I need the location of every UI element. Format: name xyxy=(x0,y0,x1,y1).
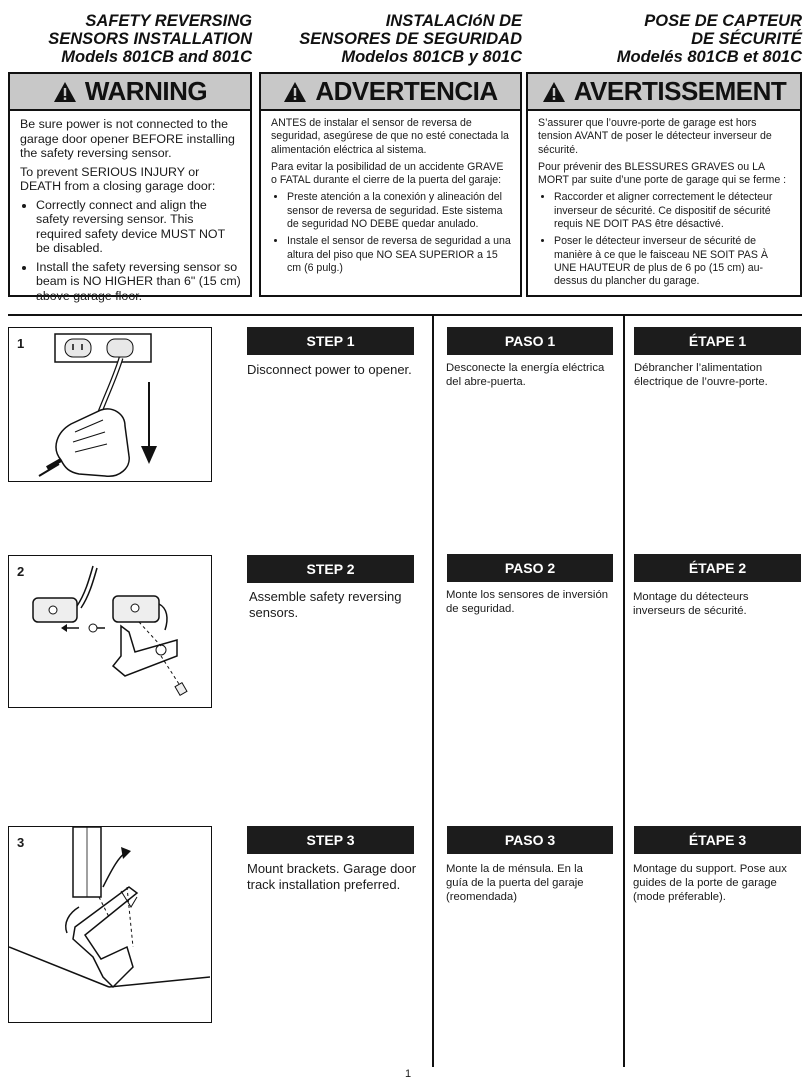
warning-heading-es: ADVERTENCIA xyxy=(315,76,498,106)
warning-box-fr: AVERTISSEMENT S’assurer que l’ouvre-port… xyxy=(526,72,802,297)
title-fr: POSE DE CAPTEUR DE SÉCURITÉ Modelés 801C… xyxy=(528,12,802,66)
warning-triangle-icon xyxy=(542,81,565,102)
title-en-line3: Models 801CB and 801C xyxy=(61,48,252,66)
warning-bullet-es: Instale el sensor de reversa de segurida… xyxy=(287,235,512,275)
step2-text-en: Assemble safety reversing sensors. xyxy=(249,589,402,620)
page-number: 1 xyxy=(404,1068,412,1080)
step2-text-es: Monte los sensores de inversión de segur… xyxy=(446,589,609,615)
step1-text-en: Disconnect power to opener. xyxy=(247,362,412,377)
step3-label-es: PASO 3 xyxy=(447,826,613,854)
step1-label-en: STEP 1 xyxy=(247,327,414,355)
bracket-mount-illustration xyxy=(9,827,210,989)
warning-header-fr: AVERTISSEMENT xyxy=(528,74,800,111)
column-divider-fr xyxy=(623,314,625,1067)
sensor-assembly-illustration xyxy=(32,565,188,697)
warning-list-es: Preste atención a la conexión y alineaci… xyxy=(271,191,512,275)
step3-label-en: STEP 3 xyxy=(247,826,414,854)
warning-lead-es: Para evitar la posibilidad de un acciden… xyxy=(271,160,504,187)
title-es-line2: SENSORES DE SEGURIDAD xyxy=(299,30,522,48)
warning-box-en: WARNING Be sure power is not connected t… xyxy=(8,72,252,303)
warning-heading-fr: AVERTISSEMENT xyxy=(573,76,787,106)
step3-label-fr: ÉTAPE 3 xyxy=(634,826,801,854)
title-es-line1: INSTALACIóN DE xyxy=(385,12,522,30)
warning-body-fr: S’assurer que l’ouvre-porte de garage es… xyxy=(528,111,800,299)
step3-figure: 3 xyxy=(8,826,212,1023)
warning-list-en: Correctly connect and align the safety r… xyxy=(20,198,242,304)
warning-header-en: WARNING xyxy=(10,74,250,111)
step1-text-es: Desconecte la energía eléctrica del abre… xyxy=(446,362,605,388)
warning-body-en: Be sure power is not connected to the ga… xyxy=(10,111,250,313)
warning-header-es: ADVERTENCIA xyxy=(261,74,520,111)
step2-text-fr: Montage du détecteurs inverseurs de sécu… xyxy=(633,591,749,617)
horizontal-divider xyxy=(8,314,802,316)
warning-triangle-icon xyxy=(53,81,76,102)
step3-text-en: Mount brackets. Garage door track instal… xyxy=(247,861,417,892)
warning-list-fr: Raccorder et aligner correctement le dét… xyxy=(538,191,792,288)
warning-bullet-fr: Raccorder et aligner correctement le dét… xyxy=(554,191,792,231)
warning-bullet-en: Install the safety reversing sensor so b… xyxy=(36,260,242,304)
warning-heading-en: WARNING xyxy=(84,76,208,106)
title-fr-line2: DE SÉCURITÉ xyxy=(691,30,802,48)
title-es: INSTALACIóN DE SENSORES DE SEGURIDAD Mod… xyxy=(262,12,522,66)
unplug-opener-illustration xyxy=(38,333,157,477)
warning-bullet-es: Preste atención a la conexión y alineaci… xyxy=(287,191,512,231)
step1-number: 1 xyxy=(17,336,25,351)
step3-text-fr: Montage du support. Pose aux guides de l… xyxy=(633,863,787,903)
column-divider-es xyxy=(432,314,434,1067)
warning-body-es: ANTES de instalar el sensor de reversa d… xyxy=(261,111,520,285)
step2-label-en: STEP 2 xyxy=(247,555,414,583)
step1-label-es: PASO 1 xyxy=(447,327,613,355)
step2-figure: 2 xyxy=(8,555,212,708)
step1-label-fr: ÉTAPE 1 xyxy=(634,327,801,355)
step2-number: 2 xyxy=(17,564,25,579)
step2-label-fr: ÉTAPE 2 xyxy=(634,554,801,582)
warning-box-es: ADVERTENCIA ANTES de instalar el sensor … xyxy=(259,72,522,297)
title-en-line1: SAFETY REVERSING xyxy=(85,12,252,30)
title-fr-line1: POSE DE CAPTEUR xyxy=(644,12,802,30)
warning-lead-fr: Pour prévenir des BLESSURES GRAVES ou LA… xyxy=(538,160,787,187)
warning-bullet-fr: Poser le détecteur inverseur de sécurité… xyxy=(554,235,792,288)
warning-intro-es: ANTES de instalar el sensor de reversa d… xyxy=(271,117,509,156)
title-es-line3: Modelos 801CB y 801C xyxy=(341,48,522,66)
title-fr-line3: Modelés 801CB et 801C xyxy=(616,48,802,66)
warning-triangle-icon xyxy=(284,81,307,102)
warning-lead-en: To prevent SERIOUS INJURY or DEATH from … xyxy=(20,164,216,194)
step2-label-es: PASO 2 xyxy=(447,554,613,582)
warning-intro-fr: S’assurer que l’ouvre-porte de garage es… xyxy=(538,117,772,156)
warning-bullet-en: Correctly connect and align the safety r… xyxy=(36,198,242,256)
step1-text-fr: Débrancher l’alimentation électrique de … xyxy=(634,362,768,388)
step3-number: 3 xyxy=(17,835,25,850)
warning-intro-en: Be sure power is not connected to the ga… xyxy=(20,117,235,160)
title-en: SAFETY REVERSING SENSORS INSTALLATION Mo… xyxy=(8,12,252,66)
step1-figure: 1 xyxy=(8,327,212,482)
title-en-line2: SENSORS INSTALLATION xyxy=(48,30,252,48)
step3-text-es: Monte la de ménsula. En la guía de la pu… xyxy=(446,863,584,903)
